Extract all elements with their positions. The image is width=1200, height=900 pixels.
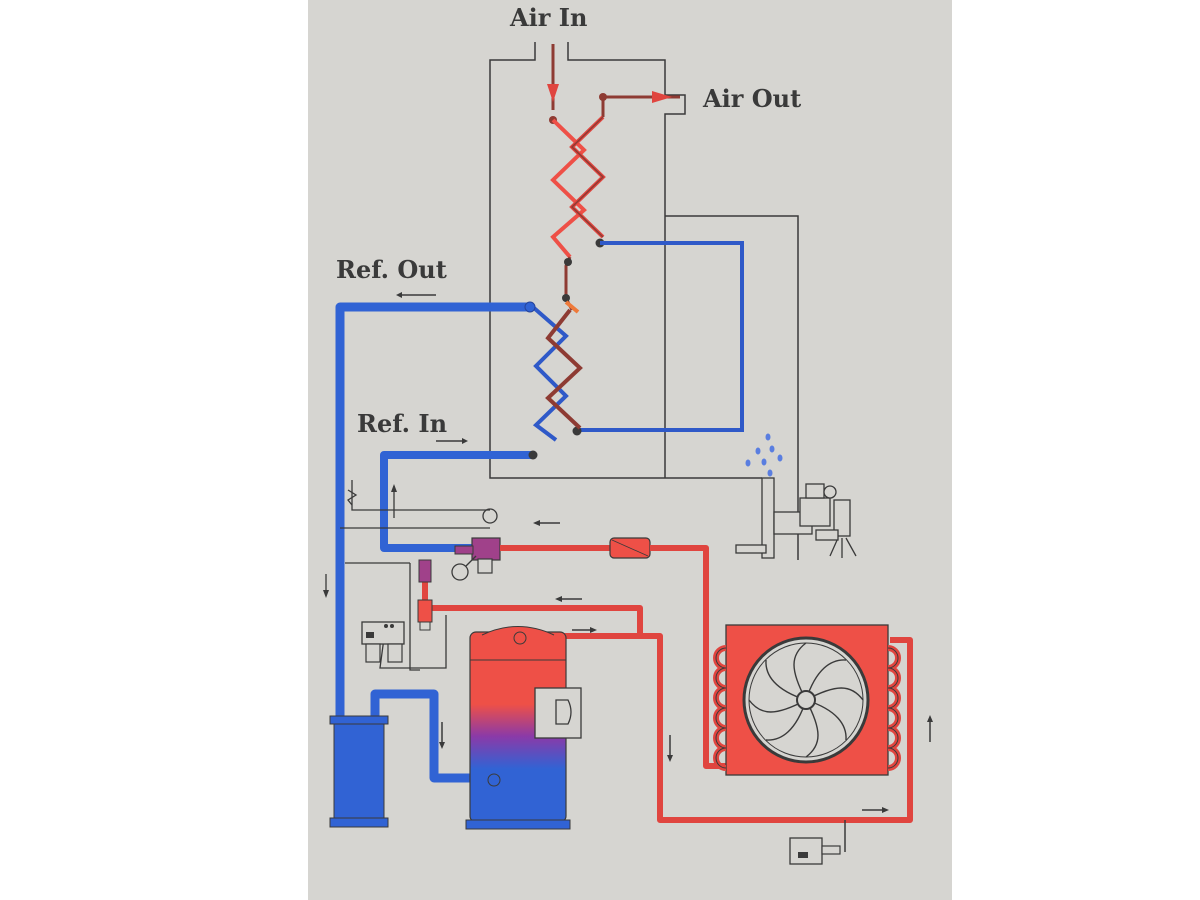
pressure-switch-icon: [789, 820, 846, 865]
air-out-label: Air Out: [702, 84, 801, 113]
control-switch-icon: [361, 621, 405, 663]
air-in-arrow-icon: [547, 44, 559, 124]
air-in-label: Air In: [509, 3, 587, 32]
air-to-air-exchanger: [550, 115, 606, 259]
evaporator-exchanger: [532, 300, 583, 442]
expansion-valve-icon: [451, 537, 501, 581]
ref-in-label: Ref. In: [357, 409, 447, 438]
capillary-lines: [340, 480, 498, 671]
compressor-icon: [465, 626, 582, 830]
accumulator-icon: [329, 715, 389, 828]
air-out-arrow-icon: [599, 91, 680, 117]
ref-out-label: Ref. Out: [336, 255, 447, 284]
heat-exchanger-housing: [489, 42, 799, 560]
condensate-drops-icon: [745, 433, 783, 477]
bypass-valve-icon: [417, 599, 433, 631]
drain-valve-icon: [735, 477, 857, 559]
filter-drier-icon: [609, 537, 651, 559]
fan-icon: [742, 636, 870, 764]
